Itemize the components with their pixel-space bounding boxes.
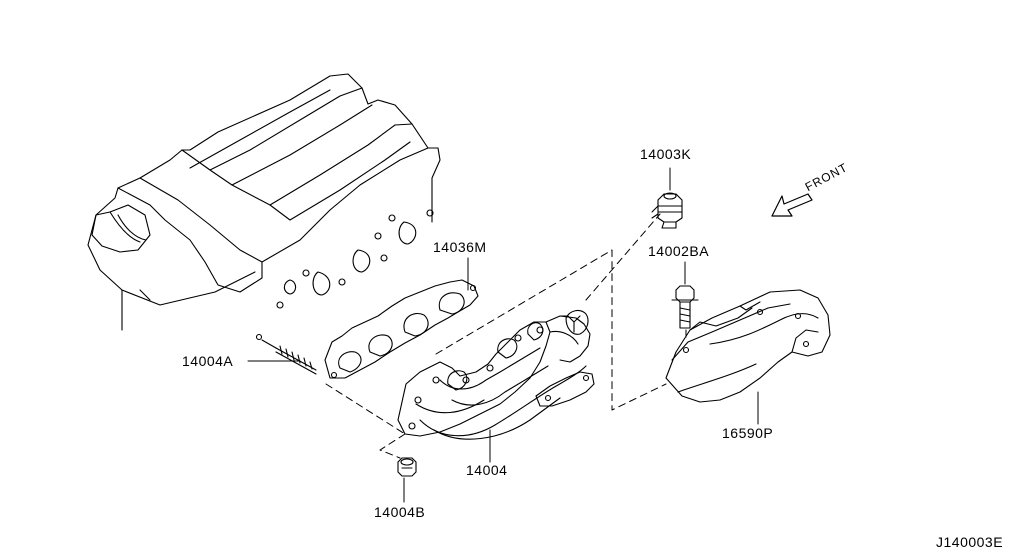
exhaust-manifold-shape [397,309,595,440]
label-14004: 14004 [466,462,508,478]
dashed-leader-lines [325,213,687,459]
bolt-shape [671,285,699,329]
label-14004B: 14004B [374,504,426,520]
nut-shape [397,457,417,477]
label-16590P: 16590P [722,425,774,441]
label-leader-lines [247,167,759,503]
engine-head-illustration [87,73,441,331]
heat-shield-shape [665,289,831,403]
exhaust-gasket-shape [324,279,479,379]
stud-bolt-shape [255,333,317,375]
front-arrow-icon [771,193,813,217]
label-14002BA: 14002BA [648,243,710,259]
label-14003K: 14003K [640,146,692,162]
label-14036M: 14036M [433,239,487,255]
reference-code: J140003E [936,534,1004,550]
sensor-shape [651,192,683,229]
label-14004A: 14004A [182,353,234,369]
